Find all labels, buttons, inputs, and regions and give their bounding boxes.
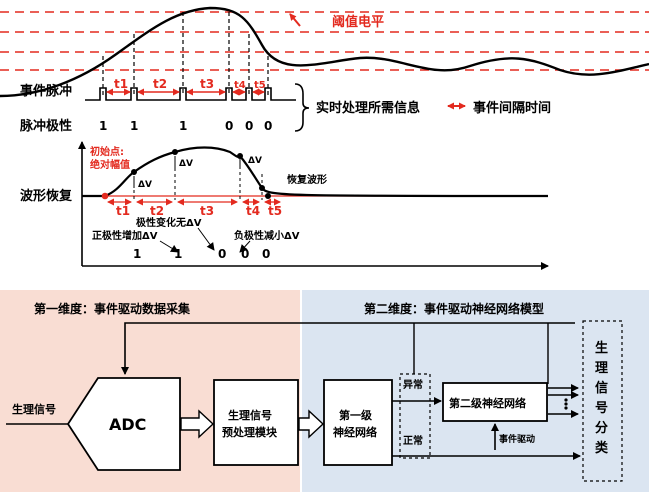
feedback-line: [121, 322, 575, 375]
recovery-interval-labels: t1 t2 t3 t4 t5: [116, 204, 282, 218]
classification-char-2: 理: [595, 361, 608, 376]
recovery-polarity-4: 0: [241, 247, 249, 261]
nn2-block: [442, 382, 548, 422]
dimension-1-title: 第一维度：事件驱动数据采集: [34, 301, 191, 316]
preprocess-to-nn1-arrow: [298, 409, 325, 439]
classification-label: 生 理 信 号 分 类: [595, 340, 609, 456]
recovery-guides: [133, 150, 263, 200]
classification-char-5: 分: [595, 420, 608, 436]
classification-char-6: 类: [595, 440, 609, 456]
output-ellipsis: [564, 398, 568, 410]
threshold-label: 阈值电平: [332, 14, 384, 30]
threshold-pointer-arrow: [289, 13, 301, 27]
start-point-label-2: 绝对幅值: [90, 158, 130, 171]
delta-v-3: ΔV: [248, 156, 262, 166]
interval-label-t1: t1: [114, 77, 128, 91]
info-brace: [294, 83, 310, 132]
nn2-label: 第二级神经网络: [449, 396, 526, 410]
preprocess-label-2: 预处理模块: [222, 425, 278, 439]
pulse-train: [85, 87, 296, 101]
normal-label: 正常: [403, 434, 423, 447]
recovery-t2: t2: [150, 204, 164, 218]
routing-switch: [399, 373, 431, 459]
nn1-label-1: 第一级: [339, 408, 373, 422]
recovery-polarity-5: 0: [262, 247, 270, 261]
event-pulse-row: 事件脉冲 t1 t2 t3 t4 t5: [20, 77, 296, 101]
recovery-t4: t4: [246, 204, 260, 218]
interval-label-t3: t3: [200, 77, 214, 91]
nn2-outputs: [548, 384, 579, 418]
polarity-no-change-label: 极性变化无ΔV: [136, 216, 202, 229]
polarity-values: 1 1 1 0 0 0: [99, 119, 272, 133]
recovery-t5: t5: [268, 204, 282, 218]
pulse-polarity-row: 脉冲极性 1 1 1 0 0 0 实时处理所需信息 事件间隔时间: [19, 83, 551, 134]
interval-label-t2: t2: [153, 77, 167, 91]
classification-char-4: 号: [595, 401, 608, 416]
dimension-2-title: 第二维度：事件驱动神经网络模型: [364, 301, 544, 316]
input-label: 生理信号: [12, 402, 56, 416]
delta-v-1: ΔV: [138, 180, 152, 190]
event-pulse-label: 事件脉冲: [20, 83, 72, 99]
recovery-polarity-1: 1: [133, 247, 141, 261]
polarity-value-6: 0: [264, 119, 272, 133]
classification-char-3: 信: [595, 380, 608, 396]
annotation-pointers: [159, 227, 251, 253]
waveform-recovery-section: 波形恢复 ΔV ΔV ΔV 初始点: 绝对幅值 恢复波形: [20, 141, 549, 270]
polarity-value-4: 0: [225, 119, 233, 133]
nn1-block: [323, 379, 393, 466]
classification-box: [582, 320, 623, 482]
analog-signal-curve: [0, 6, 649, 98]
recovery-polarity-2: 1: [174, 247, 182, 261]
delta-v-markers: [133, 155, 241, 188]
realtime-info-label: 实时处理所需信息: [316, 100, 420, 116]
interval-label-t4: t4: [234, 80, 246, 91]
pulse-polarity-label: 脉冲极性: [19, 118, 72, 134]
classification-char-1: 生: [595, 340, 608, 356]
recovery-polarity-3: 0: [218, 247, 226, 261]
adc-block: [66, 377, 181, 471]
threshold-crossing-guides: [102, 12, 269, 96]
negative-decrease-label: 负极性减小ΔV: [234, 229, 300, 242]
event-driven-label: 事件驱动: [499, 433, 535, 445]
adc-to-preprocess-arrow: [180, 409, 215, 439]
polarity-value-2: 1: [130, 119, 138, 133]
recovery-t3: t3: [200, 204, 214, 218]
positive-increase-label: 正极性增加ΔV: [92, 229, 158, 242]
abnormal-label: 异常: [403, 378, 423, 391]
threshold-section: 阈值电平: [0, 6, 649, 98]
preprocessing-block: [213, 379, 299, 466]
recovered-waveform-label: 恢复波形: [287, 173, 327, 186]
recovery-t1: t1: [116, 204, 130, 218]
adc-label: ADC: [109, 415, 146, 434]
polarity-value-1: 1: [99, 119, 107, 133]
delta-v-2: ΔV: [179, 159, 193, 169]
polarity-value-3: 1: [179, 119, 187, 133]
preprocess-label-1: 生理信号: [228, 408, 272, 422]
nn1-label-2: 神经网络: [333, 425, 377, 439]
start-point: [101, 192, 109, 200]
event-interval-label: 事件间隔时间: [473, 100, 551, 116]
waveform-recovery-label: 波形恢复: [20, 188, 73, 204]
interval-label-t5: t5: [254, 80, 266, 91]
interval-labels: t1 t2 t3 t4 t5: [114, 77, 266, 91]
start-point-label-1: 初始点:: [90, 145, 124, 158]
recovery-points: [101, 149, 271, 200]
polarity-value-5: 0: [245, 119, 253, 133]
recovery-polarity-values: 1 1 0 0 0: [133, 247, 270, 261]
